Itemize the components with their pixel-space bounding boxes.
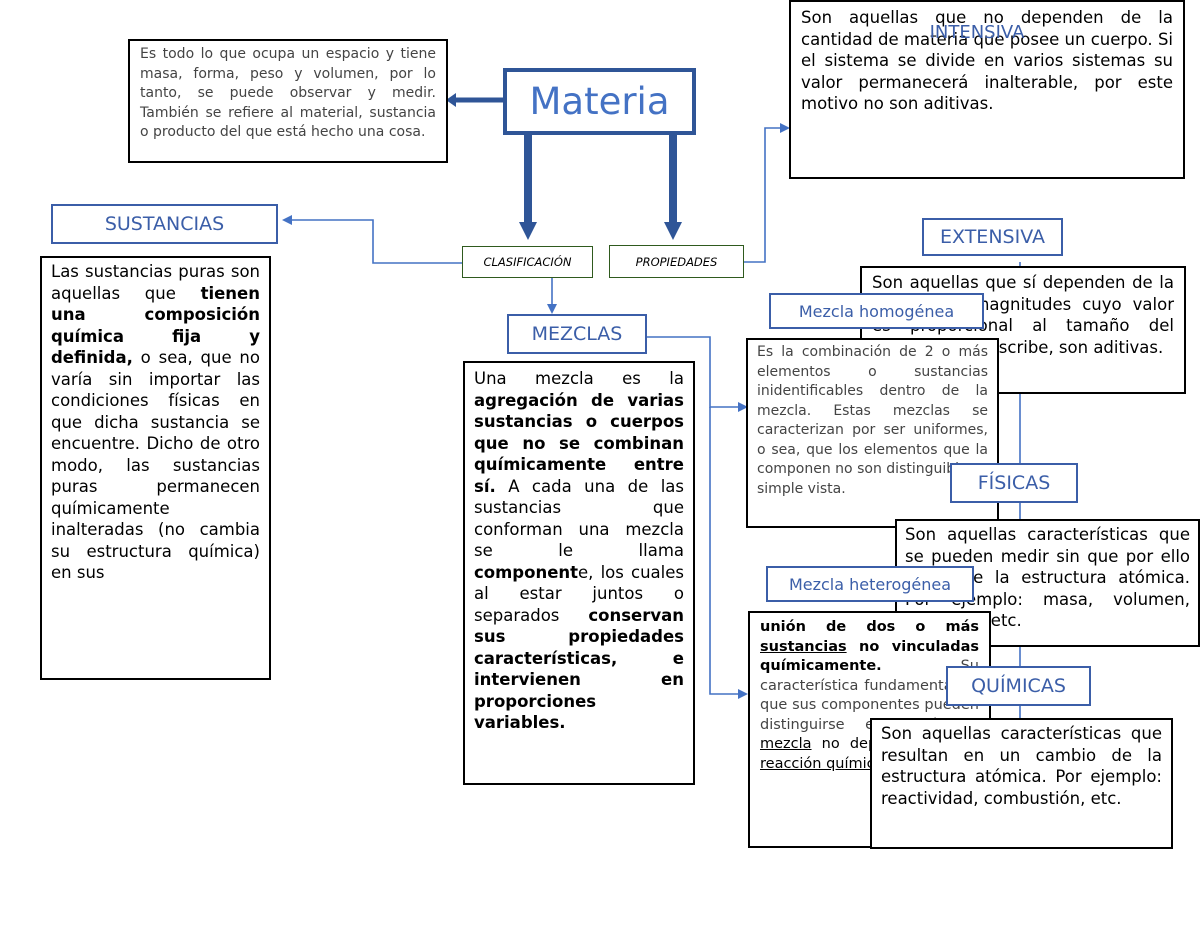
homogenea-text: Es la combinación de 2 o más elementos o… — [757, 344, 988, 497]
extensiva-title: EXTENSIVA — [940, 226, 1045, 248]
materia-to-definition-arrowhead — [446, 93, 456, 107]
heterogenea-underline-3: reacción química — [760, 755, 884, 772]
clasificacion-node: CLASIFICACIÓN — [462, 246, 593, 278]
heterogenea-underline-2: mezcla — [760, 736, 812, 752]
materia-node: Materia — [503, 68, 696, 135]
materia-to-propiedades-arrowhead — [664, 222, 682, 240]
mezclas-bold-3: conservan sus propiedades característica… — [474, 605, 684, 733]
heterogenea-node: Mezcla heterogénea — [766, 566, 974, 602]
extensiva-node: EXTENSIVA — [922, 218, 1063, 256]
heterogenea-title: Mezcla heterogénea — [788, 574, 952, 594]
heterogenea-bold-1: unión de dos o más — [760, 619, 979, 635]
materia-to-clasificacion-arrowhead — [519, 222, 537, 240]
intensiva-description-box: Son aquellas que no dependen de la canti… — [789, 0, 1185, 179]
fisicas-title: FÍSICAS — [977, 472, 1051, 494]
mezclas-to-homogenea-line — [647, 336, 748, 412]
mezclas-to-heterogenea-line — [709, 407, 748, 699]
quimicas-title: QUÍMICAS — [971, 675, 1066, 697]
sustancias-text-2: o sea, que no varía sin importar las con… — [51, 348, 260, 582]
mezclas-bold-1: agregación de varias sustancias o cuerpo… — [474, 390, 684, 496]
homogenea-title: Mezcla homogénea — [798, 301, 955, 321]
materia-title: Materia — [529, 80, 670, 123]
propiedades-label: PROPIEDADES — [635, 254, 718, 269]
intensiva-title: INTENSIVA — [929, 22, 1025, 43]
sustancias-node: SUSTANCIAS — [51, 204, 278, 244]
clasificacion-to-sustancias-line — [282, 215, 462, 264]
sustancias-bold-1: tienen una composición química fija y de… — [51, 283, 260, 368]
fisicas-node: FÍSICAS — [950, 463, 1078, 503]
propiedades-node: PROPIEDADES — [609, 245, 744, 278]
sustancias-title: SUSTANCIAS — [104, 213, 225, 235]
quimicas-description-box: Son aquellas características que resulta… — [870, 718, 1173, 849]
homogenea-description-box: Es la combinación de 2 o más elementos o… — [746, 338, 999, 528]
heterogenea-underline-1: sustancias — [760, 638, 847, 655]
materia-definition-text: Es todo lo que ocupa un espacio y tiene … — [140, 46, 436, 140]
mezclas-text-1: Una mezcla es la — [474, 369, 684, 388]
propiedades-to-intensiva-line — [744, 123, 790, 263]
mezclas-text-2: A cada una de las sustancias que conform… — [474, 476, 684, 561]
clasificacion-label: CLASIFICACIÓN — [483, 255, 572, 269]
sustancias-description-box: Las sustancias puras son aquellas que ti… — [40, 256, 271, 680]
homogenea-node: Mezcla homogénea — [769, 293, 984, 329]
mezclas-text-3: e, los cuales al estar juntos o separado… — [474, 562, 684, 625]
mezclas-bold-2: component — [474, 562, 579, 582]
quimicas-text: Son aquellas características que resulta… — [881, 724, 1162, 808]
mezclas-description-box: Una mezcla es la agregación de varias su… — [463, 361, 695, 785]
quimicas-node: QUÍMICAS — [946, 666, 1091, 706]
extensiva-description-box: Son aquellas que sí dependen de la masa,… — [860, 266, 1186, 394]
mezclas-title: MEZCLAS — [531, 323, 623, 345]
heterogenea-bold-2: no vinculadas químicamente. — [760, 638, 979, 675]
intensiva-text: Son aquellas que no dependen de la canti… — [801, 8, 1173, 113]
materia-definition-box: Es todo lo que ocupa un espacio y tiene … — [128, 39, 448, 163]
sustancias-text-1: Las sustancias puras son aquellas que — [51, 262, 260, 303]
mezclas-node: MEZCLAS — [507, 314, 647, 354]
